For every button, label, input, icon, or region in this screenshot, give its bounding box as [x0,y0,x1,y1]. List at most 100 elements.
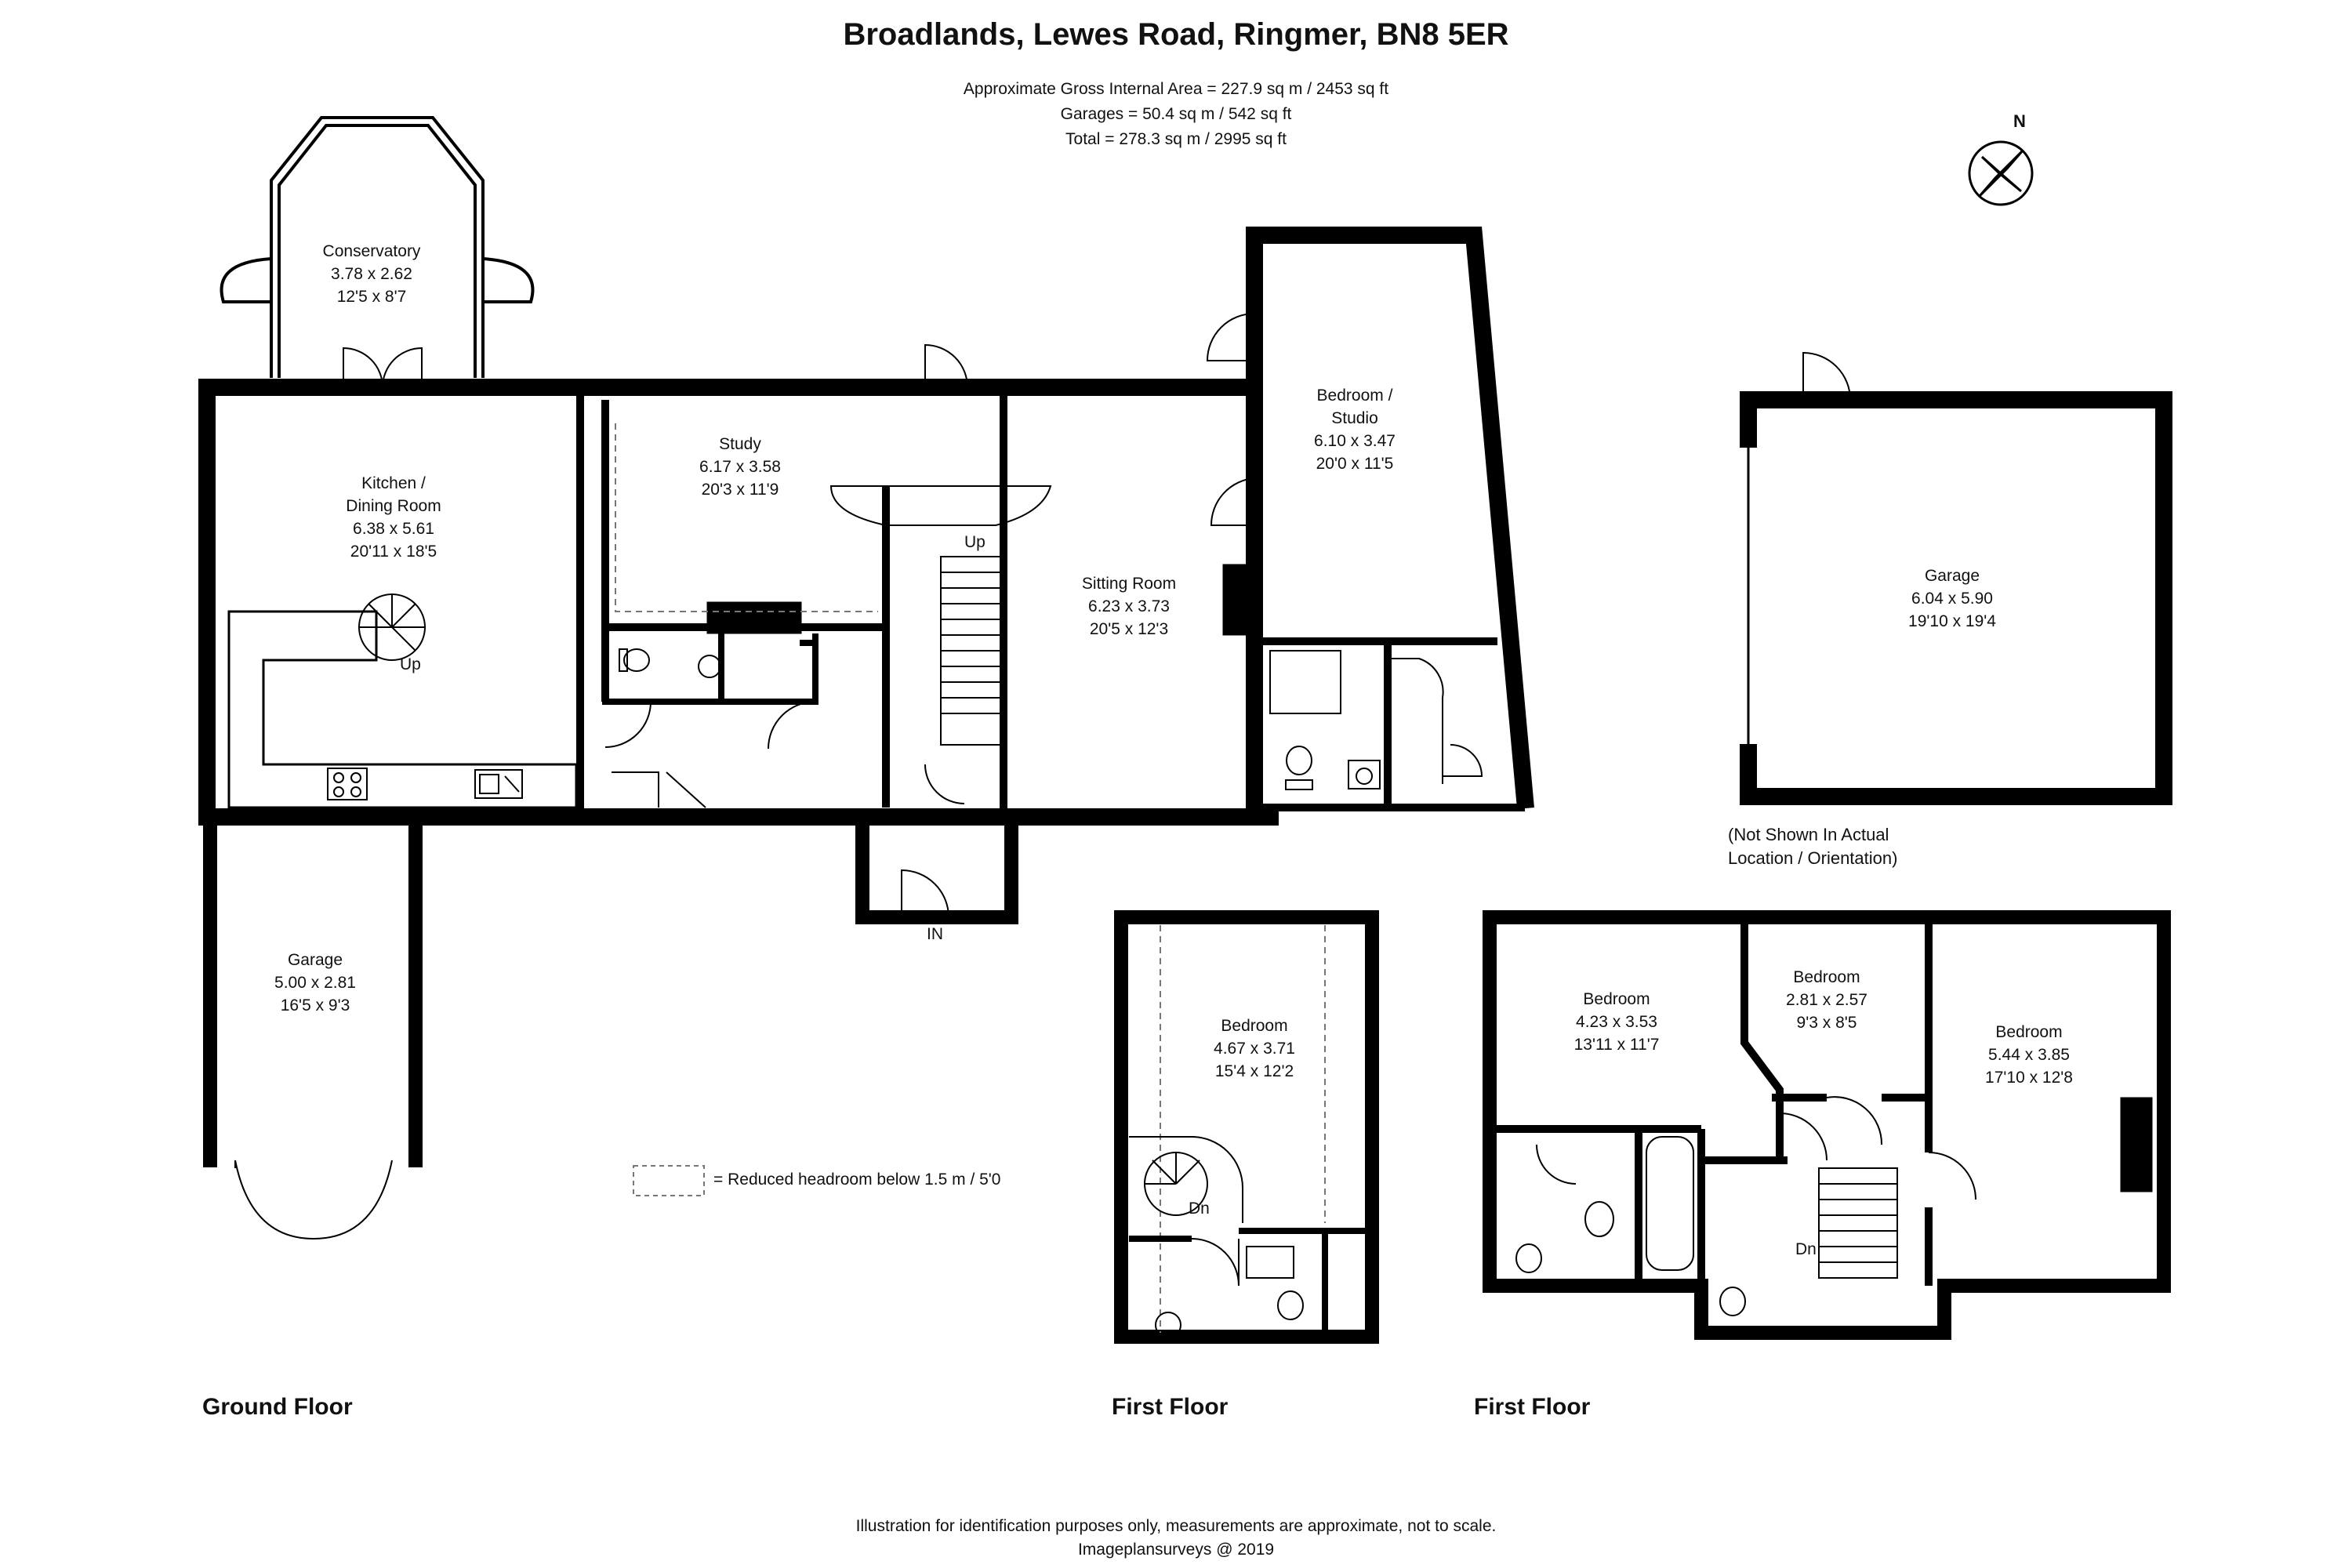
north-label: N [2013,111,2026,131]
room-imperial: 17'10 x 12'8 [1985,1069,2073,1087]
room-metric: 3.78 x 2.62 [331,265,412,283]
room-metric: 6.10 x 3.47 [1314,432,1396,450]
kitchen-hob [327,768,368,800]
first-floor-a-bathroom [1129,1228,1372,1333]
first-floor-b-doors [1536,1096,1976,1200]
compass-rose [1968,140,2034,206]
room-metric: 4.23 x 3.53 [1576,1013,1657,1031]
room-name: Garage [1924,567,1980,585]
room-metric: 5.44 x 3.85 [1988,1046,2070,1064]
first-floor-a-walls [1114,910,1379,1344]
conservatory-doors [343,347,423,388]
room-bedroom-b: Bedroom 4.23 x 3.53 13'11 x 11'7 [1574,988,1660,1056]
room-metric: 2.81 x 2.57 [1786,991,1867,1009]
room-imperial: 15'4 x 12'2 [1214,1062,1294,1080]
kitchen-sink [474,769,523,799]
floor-label-first-a: First Floor [1112,1394,1229,1420]
first-floor-a-fittings [1155,1238,1304,1338]
room-metric: 6.17 x 3.58 [699,458,781,476]
room-imperial: 20'3 x 11'9 [701,481,779,499]
page-title: Broadlands, Lewes Road, Ringmer, BN8 5ER [843,17,1509,52]
stair-up-kitchen-label: Up [400,655,421,673]
legend-swatch [633,1165,705,1196]
room-name: Bedroom / [1316,387,1393,405]
room-imperial: 9'3 x 8'5 [1796,1014,1857,1032]
room-name: Kitchen / [361,474,426,492]
room-name: Studio [1331,409,1378,427]
small-garage-doors [234,1160,393,1240]
room-name: Garage [287,951,343,969]
kitchen-island [227,610,578,809]
detached-garage-walls [1740,391,2172,805]
room-imperial: 20'5 x 12'3 [1089,620,1169,638]
wc-fittings [619,648,721,678]
shower-room-walls [1262,637,1525,811]
room-name: Bedroom [1793,968,1860,986]
reduced-headroom-study [615,423,878,612]
detached-garage-side-door [1802,351,1851,401]
total-area-text: Total = 278.3 sq m / 2995 sq ft [1065,130,1287,148]
footer-disclaimer: Illustration for identification purposes… [855,1517,1497,1535]
garages-area-text: Garages = 50.4 sq m / 542 sq ft [1060,105,1292,123]
room-name: Dining Room [346,497,441,515]
stair-down-b-label: Dn [1795,1240,1817,1258]
room-name: Conservatory [322,242,421,260]
kitchen-spiral-stair [358,593,426,661]
bedroom-studio-walls [1246,227,1534,809]
room-name: Sitting Room [1081,575,1177,593]
stair-down-a-label: Dn [1189,1200,1210,1218]
shower-room-doors [1388,658,1483,784]
conservatory-walls [220,116,535,378]
note-line: Location / Orientation) [1728,848,1898,868]
room-metric: 6.38 x 5.61 [353,520,434,538]
hall-doors [604,701,965,808]
room-imperial: 19'10 x 19'4 [1908,612,1996,630]
room-metric: 4.67 x 3.71 [1214,1040,1295,1058]
first-floor-a-stair [1129,1136,1243,1223]
room-name: Bedroom [1583,990,1650,1008]
room-bedroom-a: Bedroom 4.67 x 3.71 15'4 x 12'2 [1214,1014,1295,1083]
room-imperial: 16'5 x 9'3 [280,996,350,1014]
note-line: (Not Shown In Actual [1728,825,1889,844]
porch-walls [855,810,1018,924]
reduced-headroom-first-a [1160,925,1326,1333]
room-imperial: 20'0 x 11'5 [1316,455,1394,473]
hall-lobby-arc [829,485,1052,526]
room-name: Study [719,435,761,453]
room-imperial: 20'11 x 18'5 [350,543,437,561]
room-garage-small: Garage 5.00 x 2.81 16'5 x 9'3 [274,949,356,1017]
room-conservatory: Conservatory 3.78 x 2.62 12'5 x 8'7 [323,240,421,308]
room-imperial: 13'11 x 11'7 [1573,1036,1660,1054]
legend-text: = Reduced headroom below 1.5 m / 5'0 [713,1171,1001,1189]
first-floor-b-inner-walls [1490,917,1933,1286]
room-bedroom-c: Bedroom 2.81 x 2.57 9'3 x 8'5 [1786,966,1867,1034]
hall-stair [940,556,1004,746]
footer-copyright: Imageplansurveys @ 2019 [1077,1541,1275,1559]
bedroom-studio-doors [1206,313,1255,526]
first-floor-b-stair [1818,1167,1898,1279]
entrance-label: IN [927,925,943,943]
room-study: Study 6.17 x 3.58 20'3 x 11'9 [699,433,781,501]
first-floor-b-chimney [2120,1097,2153,1192]
floor-label-first-b: First Floor [1474,1394,1591,1420]
room-bedroom-d: Bedroom 5.44 x 3.85 17'10 x 12'8 [1985,1021,2073,1089]
small-garage-walls [203,816,423,1167]
first-floor-b-bath-fittings [1515,1136,1746,1316]
sitting-chimney [1222,564,1255,636]
shower-room-fittings [1269,650,1381,790]
gross-area-text: Approximate Gross Internal Area = 227.9 … [963,80,1389,98]
wc-walls [602,633,818,705]
room-metric: 5.00 x 2.81 [274,974,356,992]
room-name: Bedroom [1995,1023,2063,1041]
study-external-door [924,343,968,388]
room-name: Bedroom [1221,1017,1288,1035]
study-chimney [706,601,802,634]
room-sitting: Sitting Room 6.23 x 3.73 20'5 x 12'3 [1082,572,1176,641]
room-bedroom-studio: Bedroom / Studio 6.10 x 3.47 20'0 x 11'5 [1314,384,1396,475]
room-metric: 6.04 x 5.90 [1911,590,1993,608]
floor-label-ground: Ground Floor [202,1394,353,1420]
room-kitchen: Kitchen / Dining Room 6.38 x 5.61 20'11 … [346,472,441,563]
garage-location-note: (Not Shown In Actual Location / Orientat… [1728,823,1897,870]
room-imperial: 12'5 x 8'7 [336,288,407,306]
